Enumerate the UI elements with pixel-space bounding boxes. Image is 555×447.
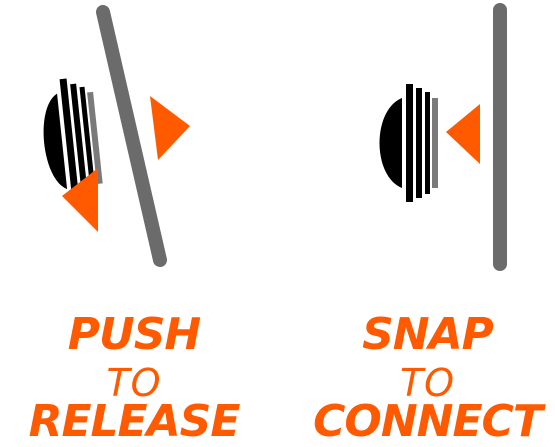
caption-line-1: PUSH	[67, 309, 202, 360]
snap-to-connect-panel: SNAP TO CONNECT	[300, 0, 555, 444]
magnet-icon	[43, 78, 103, 201]
caption-line-3: CONNECT	[313, 396, 543, 447]
caption-line-1: SNAP	[362, 309, 494, 360]
arrow-left-icon	[446, 104, 480, 164]
barrier-icon	[96, 5, 167, 267]
snap-to-connect-illustration	[379, 3, 507, 271]
push-to-release-panel: PUSH TO RELEASE	[0, 0, 270, 444]
magnet-icon	[379, 84, 438, 202]
caption-line-3: RELEASE	[28, 396, 241, 447]
push-to-release-illustration	[43, 5, 190, 267]
caption-line-2: TO	[399, 361, 456, 405]
arrow-right-icon	[150, 96, 190, 160]
caption-line-2: TO	[106, 361, 162, 405]
arrow-left-icon	[62, 168, 98, 232]
